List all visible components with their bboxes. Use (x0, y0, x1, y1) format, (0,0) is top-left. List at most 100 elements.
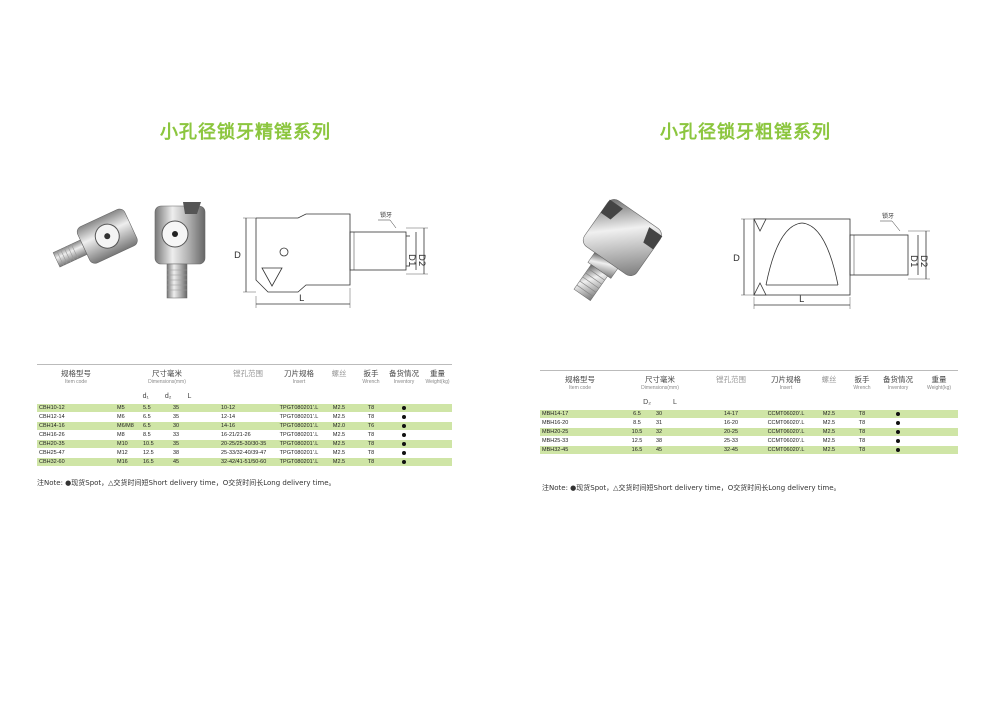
cell-L: 35 (171, 439, 219, 449)
inventory-cell (385, 412, 423, 422)
cell-code: MBH32-45 (540, 445, 620, 455)
inventory-cell (876, 418, 920, 428)
cell-d2: 5.5 (141, 404, 171, 413)
cell-screw: M2.0 (321, 421, 357, 431)
cell-wrench: T8 (848, 418, 876, 428)
cell-d2: 6.5 (620, 410, 654, 419)
cell-L: 45 (654, 445, 700, 455)
weight-cell (423, 421, 452, 431)
cell-wrench: T8 (848, 427, 876, 437)
cell-insert: TPGT080201'.L (277, 412, 321, 422)
inventory-cell (876, 410, 920, 419)
col-inventory: 备货情况 (883, 375, 913, 384)
right-page: 小孔径锁牙粗镗系列 (500, 0, 1000, 707)
inventory-cell (385, 430, 423, 440)
cell-insert: CCMT06020'.L (762, 410, 810, 419)
cell-d1: M6/M8 (115, 421, 141, 431)
left-page: 小孔径锁牙精镗系列 (37, 122, 452, 487)
weight-cell (423, 439, 452, 449)
col-dimensions: 尺寸毫米 (152, 369, 182, 378)
cell-L: 38 (654, 436, 700, 446)
inventory-cell (385, 457, 423, 467)
page-title: 小孔径锁牙粗镗系列 (660, 122, 831, 143)
cell-d2: 6.5 (141, 412, 171, 422)
cell-d1: M16 (115, 457, 141, 467)
cell-range: 32-45 (700, 445, 762, 455)
cell-code: CBH14-16 (37, 421, 115, 431)
cell-screw: M2.5 (810, 410, 848, 419)
cell-range: 20-25/25-30/30-35 (219, 439, 277, 449)
weight-cell (920, 436, 958, 446)
col-wrench: 扳手 (854, 375, 870, 384)
cell-range: 10-12 (219, 404, 277, 413)
weight-cell (920, 418, 958, 428)
spot-dot-icon (402, 414, 406, 419)
col-range: 镗孔范围 (716, 375, 746, 384)
cell-wrench: T8 (848, 445, 876, 455)
dim-d2: D2 (416, 254, 426, 267)
cell-code: CBH12-14 (37, 412, 115, 422)
cell-code: CBH20-35 (37, 439, 115, 449)
cell-code: MBH14-17 (540, 410, 620, 419)
col-weight: 重量 (430, 369, 445, 378)
cell-range: 12-14 (219, 412, 277, 422)
cell-d2: 10.5 (620, 427, 654, 437)
cell-insert: CCMT06020'.L (762, 436, 810, 446)
cell-code: CBH10-12 (37, 404, 115, 413)
cell-L: 45 (171, 457, 219, 467)
cell-d2: 8.5 (620, 418, 654, 428)
spot-dot-icon (896, 438, 900, 443)
weight-cell (423, 430, 452, 440)
spot-dot-icon (402, 432, 406, 437)
cell-range: 25-33 (700, 436, 762, 446)
col-dimensions: 尺寸毫米 (645, 375, 675, 384)
cell-code: CBH16-26 (37, 430, 115, 440)
cell-d2: 16.5 (620, 445, 654, 455)
cell-d2: 6.5 (141, 421, 171, 431)
cell-screw: M2.5 (810, 427, 848, 437)
cell-wrench: T6 (357, 421, 385, 431)
dim-d: D (733, 254, 740, 264)
cell-d2: 12.5 (620, 436, 654, 446)
col-screw: 螺丝 (331, 369, 347, 378)
dim-d1: D1 (908, 255, 918, 268)
col-code: 规格型号 (61, 369, 91, 378)
cell-L: 38 (171, 448, 219, 458)
cell-screw: M2.5 (810, 445, 848, 455)
dim-l: L (799, 295, 804, 305)
col-insert: 刀片规格 (284, 369, 314, 378)
cell-range: 16-21/21-26 (219, 430, 277, 440)
spot-dot-icon (402, 441, 406, 446)
page-title: 小孔径锁牙精镗系列 (160, 122, 331, 143)
cell-screw: M2.5 (810, 436, 848, 446)
cell-d1: M6 (115, 412, 141, 422)
cell-wrench: T8 (848, 436, 876, 446)
cell-screw: M2.5 (321, 430, 357, 440)
cell-range: 32-42/41-51/50-60 (219, 457, 277, 467)
cell-d1: M10 (115, 439, 141, 449)
weight-cell (423, 457, 452, 467)
inventory-cell (385, 439, 423, 449)
weight-cell (423, 404, 452, 413)
cell-L: 35 (171, 412, 219, 422)
dim-d: D (234, 251, 241, 261)
cell-range: 14-17 (700, 410, 762, 419)
cell-code: CBH25-47 (37, 448, 115, 458)
footnote: 注Note: ●现货Spot，△交货时间短Short delivery time… (37, 479, 336, 487)
inventory-cell (385, 404, 423, 413)
cell-range: 25-33/32-40/39-47 (219, 448, 277, 458)
weight-cell (423, 448, 452, 458)
dim-d1: D1 (406, 254, 416, 267)
cell-screw: M2.5 (321, 439, 357, 449)
cell-insert: CCMT06020'.L (762, 418, 810, 428)
weight-cell (423, 412, 452, 422)
cell-wrench: T8 (357, 457, 385, 467)
